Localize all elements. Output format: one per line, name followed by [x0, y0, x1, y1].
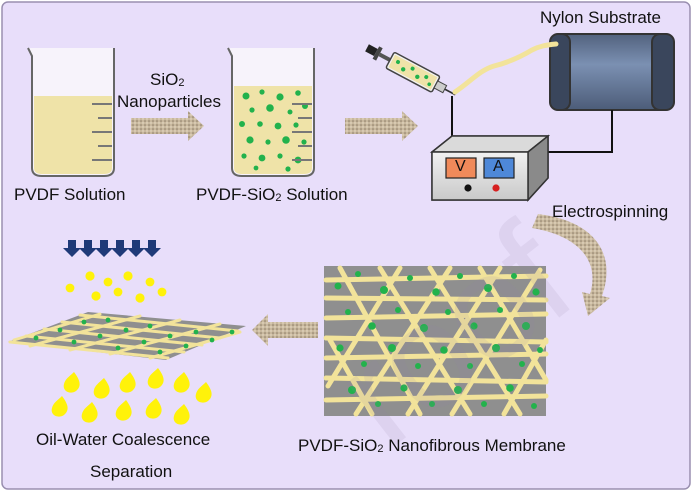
arrow-curved-to-membrane [532, 214, 610, 316]
label-pvdf-sio2-main: PVDF-SiO [196, 185, 276, 204]
pvdf-liquid [34, 96, 112, 174]
label-electrospinning: Electrospinning [552, 202, 669, 221]
label-pvdf-sio2-solution: PVDF-SiO2 Solution [196, 185, 348, 205]
label-nylon-substrate: Nylon Substrate [540, 8, 661, 27]
arrow-to-electrospinning [345, 111, 418, 141]
ammeter-button [483, 157, 515, 179]
voltmeter-button [445, 157, 477, 179]
arrow-add-sio2 [131, 111, 204, 141]
label-pvdf-solution: PVDF Solution [14, 185, 126, 204]
label-nanoparticles: Nanoparticles [117, 92, 221, 111]
label-oil-water-line2: Separation [90, 462, 173, 481]
label-membrane-main: PVDF-SiO [298, 436, 378, 455]
label-v: V [455, 158, 466, 175]
label-pvdf-sio2-sub: 2 [275, 192, 282, 204]
oil-drops-top [65, 271, 167, 303]
label-membrane-sub: 2 [377, 443, 384, 455]
label-membrane: PVDF-SiO2 Nanofibrous Membrane [298, 436, 566, 456]
label-oil-water-line1: Oil-Water Coalescence [36, 430, 211, 449]
label-pvdf-sio2-tail: Solution [281, 185, 348, 204]
electrospinning-jet [452, 41, 559, 95]
label-sio2: SiO2 [150, 70, 184, 90]
oil-drops-coalesced [51, 368, 212, 425]
label-sio2-sub: 2 [178, 77, 185, 89]
sio2-particles [239, 89, 308, 172]
black-terminal [464, 184, 472, 192]
nanofibrous-membrane [323, 265, 549, 417]
red-terminal [492, 184, 500, 192]
separation-membrane [8, 312, 246, 360]
pressure-down-arrows [63, 240, 161, 257]
label-a: A [493, 158, 504, 175]
label-membrane-tail: Nanofibrous Membrane [383, 436, 566, 455]
beaker-pvdf-sio2-solution [227, 47, 315, 177]
nylon-substrate-roller [549, 33, 675, 111]
beaker-pvdf-solution [27, 47, 115, 177]
arrow-to-separation [252, 314, 318, 346]
power-supply [429, 134, 551, 202]
label-sio2-main: SiO [150, 70, 179, 89]
syringe [365, 44, 456, 96]
